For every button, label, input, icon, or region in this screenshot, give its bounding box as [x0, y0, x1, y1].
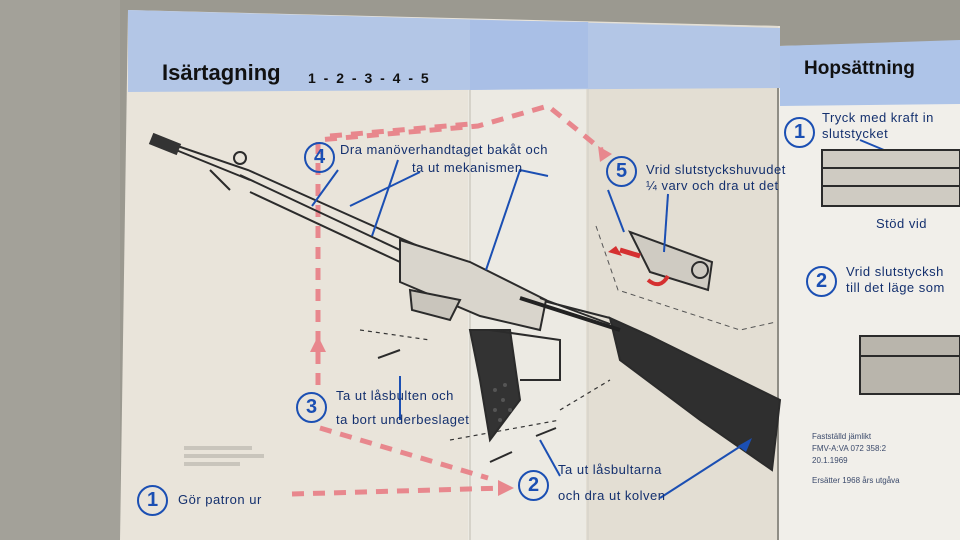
step-3-line-1: Ta ut låsbulten och: [336, 388, 454, 403]
approval-note-line-2: FMV-A:VA 072 358:2: [812, 444, 887, 453]
step-number-circle: 5: [606, 156, 637, 187]
step-number-circle: 2: [806, 266, 837, 297]
assembly-title: Hopsättning: [804, 58, 915, 79]
assembly-step-1-line-1: Tryck med kraft in: [822, 110, 934, 125]
step-4-line-2: ta ut mekanismen: [412, 160, 523, 175]
approval-note-line-1: Fastställd jämlikt: [812, 432, 872, 441]
step-5-line-1: Vrid slutstyckshuvudet: [646, 162, 786, 177]
step-number-circle: 3: [296, 392, 327, 423]
assembly-step-1-line-3: Stöd vid: [876, 216, 927, 231]
assembly-step-2-line-1: Vrid slutstycksh: [846, 264, 944, 279]
assembly-step-1-line-2: slutstycket: [822, 126, 889, 141]
disassembly-steps-line: 1 - 2 - 3 - 4 - 5: [308, 70, 431, 86]
step-3-line-2: ta bort underbeslaget: [336, 412, 470, 427]
step-number-circle: 2: [518, 470, 549, 501]
disassembly-title: Isärtagning: [162, 60, 281, 85]
step-1-text: Gör patron ur: [178, 492, 262, 507]
step-number-circle: 1: [137, 485, 168, 516]
step-2-line-2: och dra ut kolven: [558, 488, 666, 503]
step-4-line-1: Dra manöverhandtaget bakåt och: [340, 142, 548, 157]
step-number-circle: 1: [784, 117, 815, 148]
approval-note-line-3: 20.1.1969: [812, 456, 848, 465]
step-2-line-1: Ta ut låsbultarna: [558, 462, 662, 477]
step-5-line-2: ¼ varv och dra ut det: [646, 178, 779, 193]
step-number-circle: 4: [304, 142, 335, 173]
assembly-step-2-line-2: till det läge som: [846, 280, 945, 295]
edition-note: Ersätter 1968 års utgåva: [812, 476, 900, 485]
